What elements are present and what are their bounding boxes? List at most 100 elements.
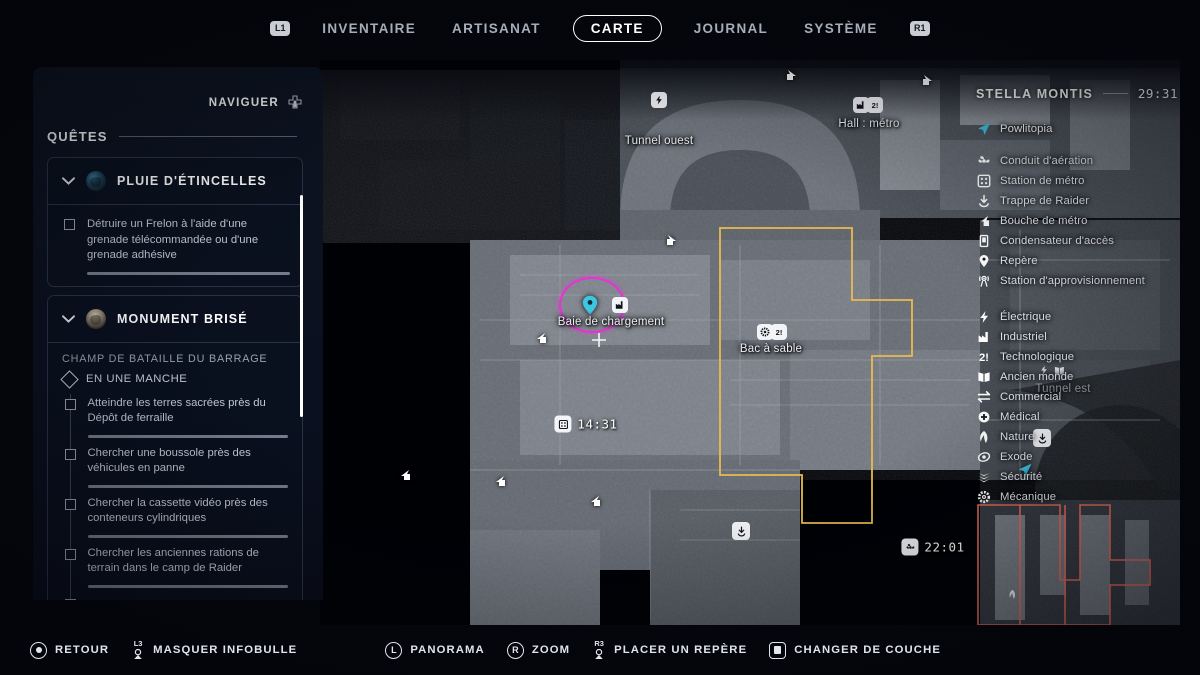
legend-header: STELLA MONTIS 29:31 — [960, 60, 1200, 101]
legend-item-security[interactable]: Sécurité — [976, 467, 1200, 487]
legend-item-air-duct[interactable]: Conduit d'aération — [976, 151, 1200, 171]
quest-card[interactable]: PLUIE D'ÉTINCELLES Détruire un Frelon à … — [47, 157, 303, 287]
objective-text: Chercher la cassette vidéo près des cont… — [87, 496, 268, 525]
legend-item-industrial[interactable]: Industriel — [976, 327, 1200, 347]
legend-item-metro-entrance[interactable]: Bouche de métro — [976, 211, 1200, 231]
chevron-down-icon[interactable] — [62, 314, 75, 323]
action-label: MASQUER INFOBULLE — [153, 644, 298, 656]
quests-header: QUÊTES — [47, 129, 297, 144]
legend-item-access-capacitor[interactable]: Condensateur d'accès — [976, 231, 1200, 251]
quest-objective-partial[interactable] — [62, 588, 290, 600]
region-title: STELLA MONTIS — [976, 86, 1094, 101]
legend-item-metro-station[interactable]: Station de métro — [976, 171, 1200, 191]
action-label: RETOUR — [55, 644, 110, 656]
legend-item-marker[interactable]: Repère — [976, 251, 1200, 271]
legend-label: Nature — [1000, 431, 1035, 443]
metro-entrance-icon — [976, 214, 991, 228]
action-placer-repere[interactable]: R3 PLACER UN REPÈRE — [592, 640, 747, 660]
tab-inventaire[interactable]: INVENTAIRE — [322, 20, 417, 36]
quest-list[interactable]: PLUIE D'ÉTINCELLES Détruire un Frelon à … — [47, 157, 303, 600]
quest-card-header[interactable]: PLUIE D'ÉTINCELLES — [48, 158, 302, 205]
map-pin-icon — [976, 254, 991, 268]
legend-item-supply-station[interactable]: Station d'approvisionnement — [976, 271, 1200, 291]
quest-objective[interactable]: Atteindre les terres sacrées près du Dép… — [62, 388, 290, 438]
map-direction-arrow — [591, 496, 600, 506]
legend-item-technological[interactable]: 2! Technologique — [976, 347, 1200, 367]
objective-checkbox[interactable] — [64, 448, 76, 460]
stage-label: EN UNE MANCHE — [86, 373, 188, 385]
map-direction-arrow — [401, 470, 410, 480]
quest-title: MONUMENT BRISÉ — [117, 311, 248, 326]
quest-objective[interactable]: Chercher la cassette vidéo près des cont… — [62, 488, 290, 538]
legend-item-exodus[interactable]: Exode — [976, 447, 1200, 467]
map-legend-panel: STELLA MONTIS 29:31 Powlitopia Conduit d… — [960, 60, 1200, 507]
quest-objective[interactable]: Chercher les anciennes rations de terrai… — [62, 538, 290, 588]
left-bumper-icon: L1 — [270, 20, 291, 36]
objective-checkbox[interactable] — [64, 548, 76, 560]
tab-systeme[interactable]: SYSTÈME — [804, 20, 878, 36]
objective-checkbox[interactable] — [64, 219, 75, 230]
map-direction-arrow — [496, 476, 505, 486]
action-panorama[interactable]: L PANORAMA — [385, 641, 485, 659]
raider-hatch-icon — [976, 194, 991, 208]
quest-objective[interactable]: Chercher une boussole près des véhicules… — [62, 438, 290, 488]
quest-title: PLUIE D'ÉTINCELLES — [117, 174, 267, 188]
l-button-icon: L — [385, 641, 403, 659]
legend-label: Mécanique — [1000, 491, 1057, 503]
tab-artisanat[interactable]: ARTISANAT — [452, 20, 541, 36]
map-timer-badge: 22:01 — [901, 538, 964, 556]
tab-journal[interactable]: JOURNAL — [693, 20, 769, 36]
legend-rule — [1103, 93, 1128, 94]
map-icon-factory-icon[interactable] — [612, 297, 628, 313]
action-label: CHANGER DE COUCHE — [794, 644, 941, 656]
legend-item-old-world[interactable]: Ancien monde — [976, 367, 1200, 387]
legend-label: Exode — [1000, 451, 1033, 463]
objective-checkbox[interactable] — [64, 598, 76, 600]
map-icon-leaf-icon[interactable] — [1004, 586, 1020, 602]
objective-text: Chercher les anciennes rations de terrai… — [87, 546, 259, 575]
legend-item-player[interactable]: Powlitopia — [976, 119, 1200, 139]
action-zoom[interactable]: R ZOOM — [506, 641, 570, 659]
legend-label: Condensateur d'accès — [1000, 235, 1115, 247]
tab-carte[interactable]: CARTE — [572, 14, 662, 42]
action-changer-couche[interactable]: CHANGER DE COUCHE — [769, 641, 941, 659]
chevron-down-icon[interactable] — [62, 177, 75, 185]
r-button-icon: R — [506, 641, 524, 659]
legend-label: Bouche de métro — [1000, 215, 1088, 227]
legend-label: Sécurité — [1000, 471, 1043, 483]
quest-objective[interactable]: Détruire un Frelon à l'aide d'une grenad… — [48, 205, 302, 286]
quest-avatar — [86, 171, 106, 191]
legend-item-raider-hatch[interactable]: Trappe de Raider — [976, 191, 1200, 211]
legend-label: Trappe de Raider — [1000, 195, 1090, 207]
legend-item-nature[interactable]: Nature — [976, 427, 1200, 447]
quest-card[interactable]: MONUMENT BRISÉ CHAMP DE BATAILLE DU BARR… — [47, 294, 303, 600]
map-icon-tech-icon[interactable]: 2! — [867, 97, 883, 113]
action-retour[interactable]: RETOUR — [30, 641, 110, 659]
access-capacitor-icon — [976, 234, 991, 248]
legend-item-commercial[interactable]: Commercial — [976, 387, 1200, 407]
stage-diamond-icon — [60, 369, 79, 389]
legend-item-medical[interactable]: Médical — [976, 407, 1200, 427]
legend-label: Station d'approvisionnement — [1000, 275, 1145, 287]
map-icon-raider-hatch-icon[interactable] — [732, 522, 750, 540]
bolt-icon — [976, 310, 991, 324]
tech-icon: 2! — [976, 350, 991, 364]
legend-item-mechanical[interactable]: Mécanique — [976, 487, 1200, 507]
map-icon-tech-icon[interactable]: 2! — [771, 324, 787, 340]
l3-stick-icon: L3 — [131, 640, 145, 660]
legend-item-electric[interactable]: Électrique — [976, 307, 1200, 327]
svg-text:2!: 2! — [979, 352, 989, 364]
quest-scrollbar[interactable] — [300, 195, 303, 417]
objective-checkbox[interactable] — [64, 498, 76, 510]
legend-label: Powlitopia — [1000, 123, 1053, 135]
map-cursor-crosshair — [592, 333, 606, 347]
legend-label: Station de métro — [1000, 175, 1085, 187]
factory-icon — [976, 330, 991, 344]
action-masquer-infobulle[interactable]: L3 MASQUER INFOBULLE — [131, 640, 297, 660]
map-direction-arrow — [923, 75, 932, 85]
exodus-icon — [976, 450, 991, 464]
objective-checkbox[interactable] — [64, 398, 76, 410]
quest-card-header[interactable]: MONUMENT BRISÉ — [48, 296, 302, 343]
map-icon-bolt-icon[interactable] — [651, 92, 667, 108]
region-timer: 29:31 — [1137, 86, 1178, 101]
